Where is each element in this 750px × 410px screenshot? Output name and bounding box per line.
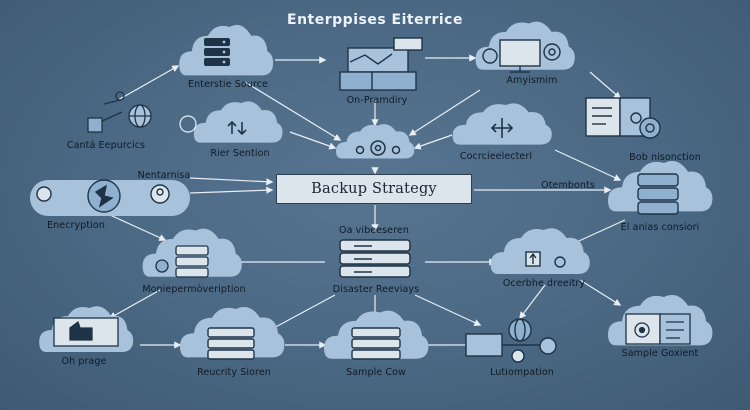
network-globe-icon: [465, 318, 557, 363]
document-target-icon: [625, 313, 691, 345]
label-ocerbheditry: Ocerbhe dreeitry: [502, 278, 586, 289]
label-on-pramdiry: On-Pramdiry: [346, 95, 408, 106]
node-gear-hub: [336, 124, 415, 159]
node-disaster-recovery: [339, 239, 411, 278]
database-icon: [351, 327, 401, 360]
label-amyismim: Amyismim: [506, 75, 558, 86]
label-bob-nisonction: Bob nisonction: [629, 152, 701, 163]
node-sample-goxient: [608, 295, 713, 346]
sync-arrows-icon: [227, 120, 247, 136]
database-icon: [155, 245, 209, 278]
label-nentarnisa: Nentarnisa: [137, 170, 191, 181]
node-db-right: [608, 161, 713, 215]
center-node-box: Backup Strategy: [276, 174, 472, 204]
center-node-label: Backup Strategy: [311, 181, 437, 197]
label-encryption: Enecryption: [47, 220, 105, 231]
node-sample-cow: [324, 310, 429, 360]
node-encryption: [30, 179, 190, 216]
database-icon: [207, 327, 255, 360]
thumbs-up-icon: [53, 317, 119, 347]
lock-user-icons: [36, 179, 170, 213]
arrow-canta-to-enterprise: [117, 65, 180, 101]
arrow-moni-to-ohp: [108, 289, 161, 319]
node-lutiompation: [465, 318, 557, 363]
node-on-pramdiry: [339, 37, 423, 91]
arrow-ocer-to-lutiom: [519, 284, 546, 320]
label-moniepermoveription: Moniepermòveription: [142, 284, 246, 295]
node-amyismim: [475, 21, 575, 73]
label-el-anias-consiori: El anias consiori: [620, 222, 700, 233]
label-otembonts: Otembonts: [541, 180, 595, 191]
node-canta-eepurcics: [87, 91, 152, 133]
label-oavibeeseren: Oa vibeeseren: [339, 225, 409, 236]
arrow-ocer-to-goxient: [579, 279, 622, 306]
label-sample-cow: Sample Cow: [346, 367, 406, 378]
arrow-rier-to-gear: [289, 131, 337, 150]
label-cocrcieelecterl: Cocrcieelecterl: [459, 151, 533, 162]
arrow-amyismim-to-bob: [589, 71, 622, 99]
connector-arrows: [108, 54, 626, 349]
servers-network-icon: [339, 37, 423, 91]
arrow-enc-to-moni: [109, 214, 167, 241]
monitor-gear-icon: [482, 39, 561, 73]
label-rier-sention: Rier Sention: [210, 148, 270, 159]
node-bob-nisonction: [585, 97, 661, 139]
arrow-dr-to-recurity: [268, 294, 336, 331]
node-rier-sention: [179, 101, 283, 143]
dashboard-gear-icon: [585, 97, 661, 139]
arrow-cocrc-to-gear: [413, 134, 453, 150]
database-stack-icon: [339, 239, 411, 278]
arrow-enterprise-to-gear: [244, 81, 342, 141]
globe-network-icon: [87, 91, 152, 133]
label-oh-prage: Oh prage: [61, 356, 107, 367]
arrow-enc-to-center: [189, 186, 274, 194]
node-ocerbheditry: [490, 228, 590, 274]
node-enterprise-source: [179, 25, 274, 76]
label-lutiompation: Lutiompation: [490, 367, 554, 378]
diagram-title: Enterppises Eiterrice: [287, 12, 463, 28]
database-icon: [204, 38, 230, 66]
label-canta-eepurcics: Cantá Eepurcics: [66, 140, 146, 151]
transfer-arrows-icon: [490, 118, 514, 138]
label-sample-goxient: Sample Goxient: [621, 348, 699, 359]
arrow-amyismim-to-gear: [408, 89, 481, 136]
arrow-cocrc-to-bob-db: [554, 149, 622, 181]
node-moniepermoveription: [142, 228, 242, 278]
arrow-dr-to-lutiom: [414, 294, 482, 326]
node-cocrcieelecterl: [452, 103, 552, 145]
arrow-nentar-to-center: [189, 177, 274, 186]
database-icon: [637, 173, 679, 215]
node-recurity-sioren: [180, 307, 285, 360]
upload-icon: [525, 251, 566, 268]
label-enterprise-source: Enterstie Source: [188, 79, 268, 90]
label-disaster-reeviays: Disaster Reeviays: [332, 284, 420, 295]
node-oh-prage: [39, 306, 134, 352]
gear-icon: [355, 140, 401, 156]
label-recurity-sioren: Reucrity Sioren: [197, 367, 271, 378]
arrow-db-to-ocer: [568, 219, 626, 246]
